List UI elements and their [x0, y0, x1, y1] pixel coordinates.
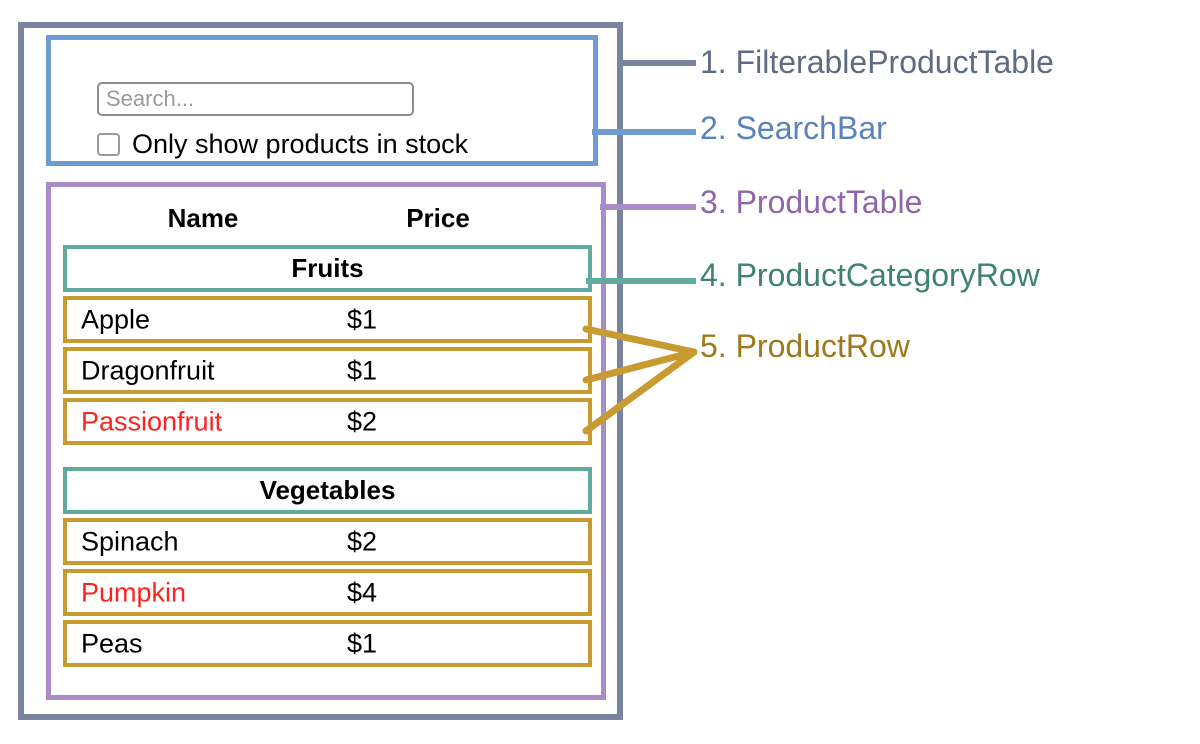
product-row[interactable]: Peas $1 [63, 620, 592, 667]
product-price: $2 [347, 406, 378, 436]
legend-number: 3. [700, 184, 727, 220]
product-table-header: Name Price [63, 197, 592, 245]
legend-item-product-table: 3. ProductTable [700, 184, 922, 221]
product-name: Passionfruit [81, 406, 223, 436]
product-price: $2 [347, 526, 378, 556]
product-name: Peas [81, 628, 143, 658]
product-row[interactable]: Apple $1 [63, 296, 592, 343]
product-category-row: Vegetables [63, 467, 592, 514]
product-name: Dragonfruit [81, 355, 215, 385]
legend-name: ProductCategoryRow [735, 257, 1040, 293]
legend-number: 2. [700, 110, 727, 146]
in-stock-checkbox-row[interactable]: Only show products in stock [97, 131, 468, 158]
legend-number: 5. [700, 328, 727, 364]
legend-item-search-bar: 2. SearchBar [700, 110, 887, 147]
search-bar-container: Only show products in stock [46, 35, 598, 166]
product-category-label: Fruits [291, 253, 364, 283]
product-price: $4 [347, 577, 378, 607]
product-price: $1 [347, 355, 378, 385]
filterable-product-table-container: Only show products in stock Name Price F… [18, 22, 623, 720]
legend-item-product-row: 5. ProductRow [700, 328, 910, 365]
product-category-label: Vegetables [259, 475, 396, 505]
product-price: $1 [347, 304, 378, 334]
legend-name: FilterableProductTable [735, 44, 1054, 80]
product-table-container: Name Price Fruits Apple $1 Dragonfruit $… [46, 182, 606, 700]
legend-name: SearchBar [735, 110, 887, 146]
column-header-price: Price [406, 203, 470, 233]
product-name: Spinach [81, 526, 179, 556]
product-name: Pumpkin [81, 577, 187, 607]
product-row[interactable]: Pumpkin $4 [63, 569, 592, 616]
legend-number: 4. [700, 257, 727, 293]
product-table: Name Price Fruits Apple $1 Dragonfruit $… [63, 197, 592, 671]
in-stock-checkbox-label: Only show products in stock [132, 129, 469, 159]
product-name: Apple [81, 304, 151, 334]
legend-number: 1. [700, 44, 727, 80]
column-header-name: Name [167, 203, 239, 233]
legend-name: ProductRow [735, 328, 910, 364]
product-price: $1 [347, 628, 378, 658]
product-row[interactable]: Dragonfruit $1 [63, 347, 592, 394]
legend-item-product-category-row: 4. ProductCategoryRow [700, 257, 1040, 294]
legend-name: ProductTable [735, 184, 923, 220]
product-row[interactable]: Spinach $2 [63, 518, 592, 565]
legend-item-filterable-product-table: 1. FilterableProductTable [700, 44, 1054, 81]
section-spacer [63, 449, 592, 467]
product-category-row: Fruits [63, 245, 592, 292]
search-input[interactable] [97, 82, 414, 116]
checkbox-icon[interactable] [97, 133, 120, 156]
product-row[interactable]: Passionfruit $2 [63, 398, 592, 445]
